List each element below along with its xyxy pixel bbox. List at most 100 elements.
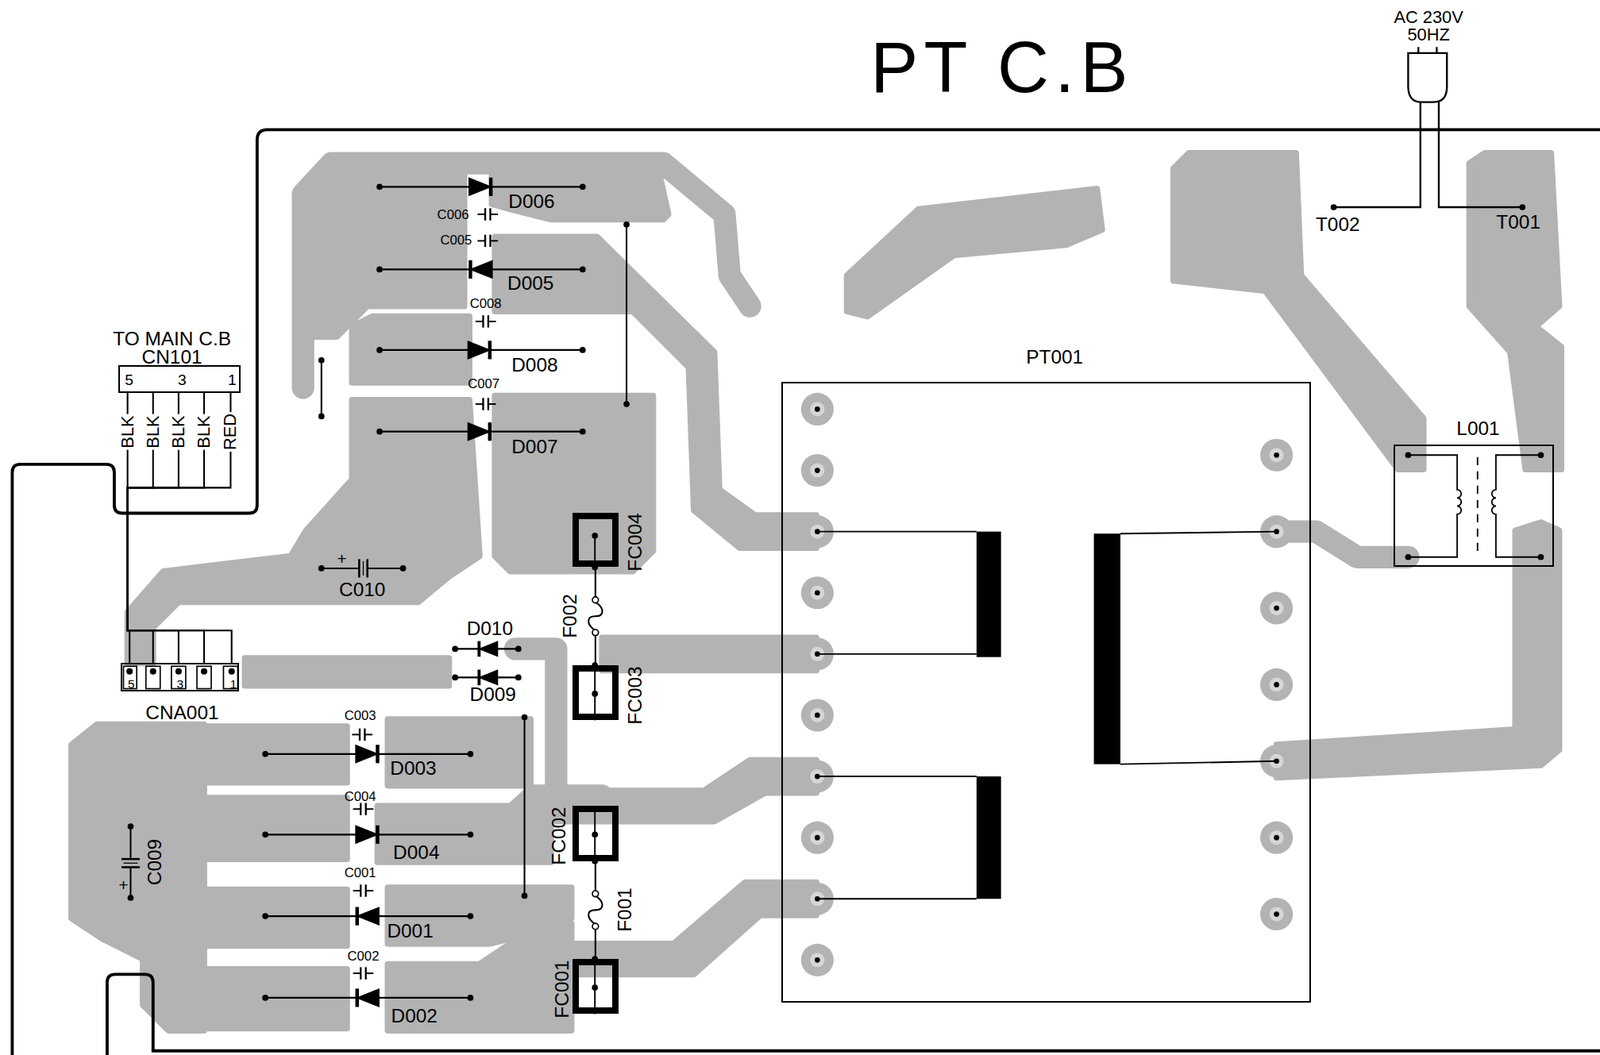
part-label: FC003 bbox=[625, 666, 645, 725]
copper-trace bbox=[303, 163, 751, 389]
pin-number: 3 bbox=[177, 372, 187, 388]
part-label: C001 bbox=[344, 867, 377, 881]
transformer-winding bbox=[817, 532, 1277, 900]
solder-dot bbox=[623, 221, 630, 228]
solder-dot bbox=[521, 893, 529, 900]
solder-dot bbox=[451, 674, 459, 682]
part-label: D010 bbox=[466, 618, 513, 638]
fuse-terminal bbox=[592, 597, 599, 604]
solder-dot bbox=[262, 831, 269, 838]
cna001-pin bbox=[196, 666, 212, 689]
connector-box: TO MAIN C.BCN101531 bbox=[118, 365, 241, 394]
ac-plug bbox=[1435, 46, 1438, 54]
fuse-terminal bbox=[592, 629, 599, 637]
copper-area bbox=[71, 153, 1562, 1031]
copper-area bbox=[244, 658, 449, 687]
solder-dot bbox=[400, 565, 407, 572]
fuse-holder-line bbox=[593, 665, 596, 721]
cna001-pin bbox=[146, 666, 161, 689]
wire-connector bbox=[127, 393, 205, 664]
part-label: C002 bbox=[347, 950, 380, 964]
copper-area bbox=[102, 798, 347, 860]
transformer-winding bbox=[976, 776, 1002, 899]
solder-dot bbox=[521, 714, 529, 721]
cna001-pin bbox=[176, 668, 182, 674]
inductor-symbol bbox=[1492, 454, 1542, 558]
copper-trace bbox=[1276, 532, 1409, 558]
part-label: C009 bbox=[145, 839, 165, 886]
capacitor-symbol bbox=[351, 728, 373, 741]
transformer-pad bbox=[801, 821, 834, 855]
diode-symbol bbox=[355, 825, 378, 845]
transformer-winding bbox=[817, 653, 976, 656]
capacitor-symbol bbox=[129, 867, 132, 899]
solder-dot bbox=[318, 565, 325, 572]
part-label: T001 bbox=[1495, 212, 1541, 232]
cna001-pin bbox=[127, 668, 132, 674]
part-label: CNA001 bbox=[145, 702, 219, 722]
copper-area bbox=[127, 400, 480, 664]
inductor-symbol bbox=[1476, 457, 1479, 556]
transformer-pad bbox=[1260, 591, 1293, 625]
copper-area bbox=[847, 188, 1103, 317]
capacitor-symbol bbox=[123, 863, 138, 864]
wire-label: F002 bbox=[559, 593, 579, 639]
part-label: D001 bbox=[386, 921, 433, 941]
cna001-pin bbox=[201, 668, 207, 674]
transformer-winding bbox=[817, 531, 976, 533]
part-label: FC001 bbox=[551, 960, 571, 1018]
part-label: D005 bbox=[507, 273, 554, 294]
ac-plug bbox=[1438, 102, 1523, 208]
solder-dot bbox=[262, 994, 269, 1002]
ac-plug bbox=[1333, 102, 1421, 208]
transformer-pad bbox=[801, 454, 834, 487]
wire-label: BLK bbox=[169, 413, 189, 450]
jumper-wire bbox=[320, 360, 323, 417]
solder-dot bbox=[376, 346, 383, 354]
solder-dot bbox=[515, 646, 522, 653]
transformer-pad bbox=[801, 393, 1293, 977]
fuse-terminal bbox=[592, 923, 599, 930]
solder-dot bbox=[467, 751, 475, 758]
inductor-symbol bbox=[1407, 454, 1541, 558]
transformer-pad bbox=[801, 576, 834, 610]
part-label: C005 bbox=[439, 234, 472, 248]
diode-symbol bbox=[357, 907, 379, 926]
capacitor-symbol bbox=[477, 235, 498, 247]
solder-dot bbox=[318, 413, 325, 421]
pin-number: 1 bbox=[227, 372, 237, 388]
solder-dot bbox=[376, 183, 383, 190]
board-title: PT C.B bbox=[870, 32, 1134, 105]
copper-area bbox=[1276, 522, 1560, 778]
part-label: D004 bbox=[393, 843, 440, 863]
fuse-terminal bbox=[592, 890, 599, 898]
jumper-wire bbox=[524, 717, 526, 897]
copper-area bbox=[193, 969, 347, 1030]
part-label: T002 bbox=[1315, 214, 1361, 234]
capacitor-symbol bbox=[121, 858, 140, 861]
capacitor-symbol bbox=[121, 208, 498, 980]
connector-box: 531CNA001 bbox=[120, 663, 240, 692]
copper-area bbox=[491, 168, 668, 220]
transformer-winding bbox=[817, 775, 976, 778]
transformer-winding bbox=[976, 532, 1002, 658]
part-label: D006 bbox=[508, 192, 555, 212]
transformer-pad bbox=[1260, 898, 1293, 931]
copper-area bbox=[387, 719, 531, 787]
diode-symbol bbox=[468, 422, 490, 441]
solder-dot bbox=[579, 266, 587, 274]
transformer-winding bbox=[817, 898, 976, 900]
part-label: C004 bbox=[344, 790, 377, 804]
part-label: FC002 bbox=[548, 807, 568, 866]
solder-dot bbox=[1519, 204, 1526, 211]
diode-symbol bbox=[265, 177, 583, 1008]
part-label: C008 bbox=[470, 297, 502, 312]
board-outline bbox=[11, 129, 1600, 1055]
fuse-holder-line bbox=[593, 535, 596, 568]
copper-area bbox=[311, 168, 465, 337]
part-label: L001 bbox=[1456, 419, 1500, 439]
solder-dot bbox=[1330, 204, 1338, 211]
